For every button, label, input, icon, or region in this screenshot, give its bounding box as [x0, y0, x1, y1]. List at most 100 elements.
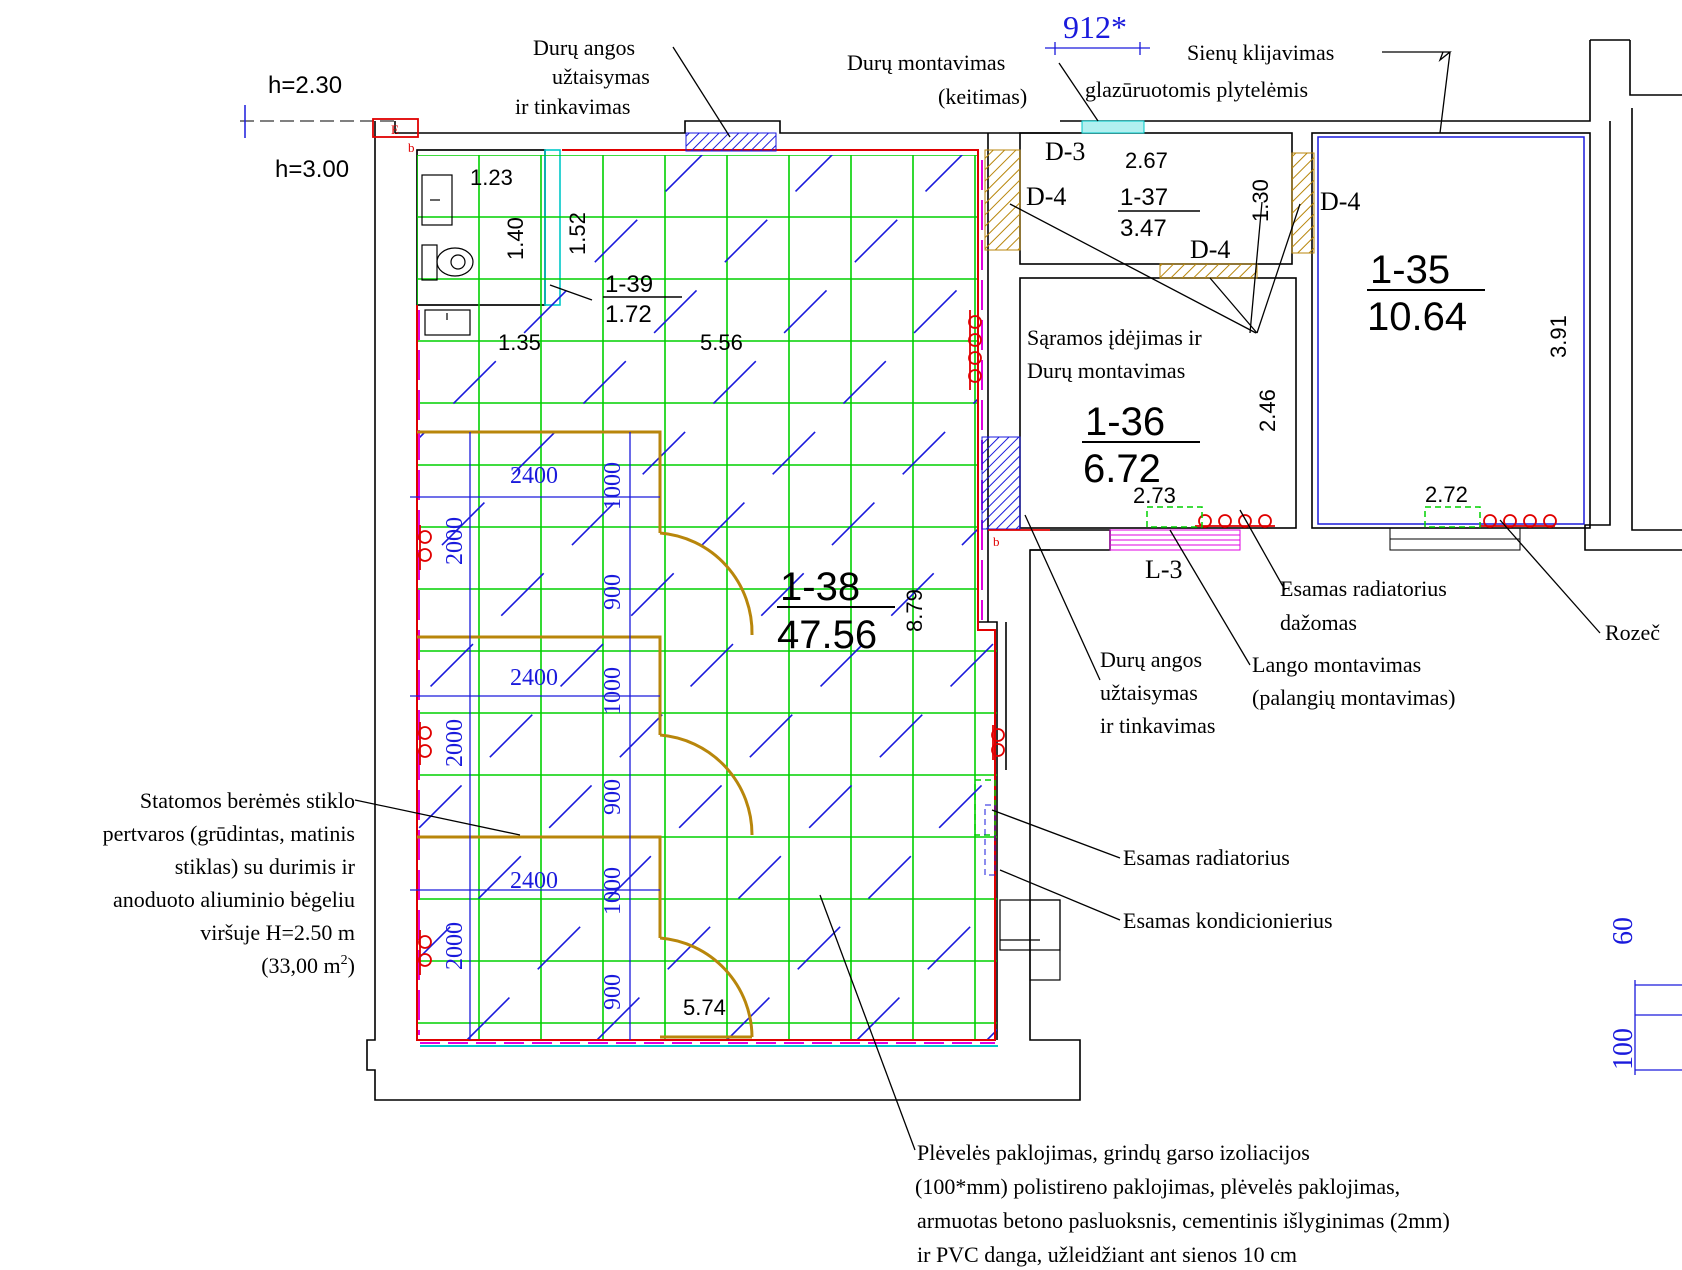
note-door-fill-bottom-2: užtaisymas: [1100, 680, 1198, 705]
side-dim-60: 60: [1608, 917, 1639, 945]
tag-l3: L-3: [1145, 555, 1183, 584]
note-floor-2: (100*mm) polistireno paklojimas, plėvelė…: [915, 1174, 1400, 1199]
floor-hatch-line: [856, 155, 997, 1040]
door-fill-top: [685, 132, 777, 152]
booth-opening-1: 900: [600, 574, 626, 610]
room-1-35-id: 1-35: [1370, 248, 1450, 292]
note-door-fill-bottom-1: Durų angos: [1100, 647, 1202, 672]
room-1-36-id: 1-36: [1085, 400, 1165, 444]
booth-depth-2: 1000: [600, 667, 626, 715]
note-existing-radiator: Esamas radiatorius: [1123, 845, 1290, 870]
note-door-fill-top-2: užtaisymas: [552, 64, 650, 89]
note-radiator-paint-1: Esamas radiatorius: [1280, 576, 1447, 601]
dim-wc-h: 1.40: [503, 217, 528, 260]
floor-hatch-line: [1507, 140, 1682, 1040]
dim-556: 5.56: [700, 330, 743, 355]
note-floor-1: Plėvelės paklojimas, grindų garso izolia…: [917, 1140, 1310, 1165]
note-glass-partition-6c: ): [348, 953, 355, 978]
door-d4-right: [1291, 152, 1315, 254]
room-1-37-id: 1-37: [1120, 184, 1168, 211]
note-existing-ac: Esamas kondicionierius: [1123, 908, 1333, 933]
side-dim-100: 100: [1608, 1028, 1639, 1070]
note-glass-partition-5: viršuje H=2.50 m: [200, 920, 355, 945]
note-door-fill-bottom-3: ir tinkavimas: [1100, 713, 1215, 738]
air-conditioner: [999, 899, 1061, 981]
room-1-35-area: 10.64: [1367, 295, 1467, 339]
room-1-38-id: 1-38: [780, 565, 860, 609]
door-d4-left: [984, 149, 1021, 251]
level-h-lower: h=3.00: [275, 156, 349, 183]
booth-width-3: 2400: [510, 868, 558, 894]
note-radiator-paint-2: dažomas: [1280, 610, 1357, 635]
booth-dim-lines: [410, 432, 660, 1040]
glass-partitions: [417, 430, 754, 1039]
room-1-39-area: 1.72: [605, 301, 652, 328]
booth-width-1: 2400: [510, 463, 558, 489]
top-dimension-value: 912*: [1063, 9, 1127, 45]
note-floor-3: armuotas betono pasluoksnis, cementinis …: [917, 1208, 1450, 1233]
booth-depth-1: 1000: [600, 462, 626, 510]
marker-e: E: [391, 122, 399, 137]
room-1-36-area: 6.72: [1083, 447, 1161, 491]
note-frame-install-1: Sąramos įdėjimas ir: [1027, 325, 1202, 350]
top-dimension: [1045, 42, 1150, 55]
dim-135: 1.35: [498, 330, 541, 355]
note-glass-partition-1: Statomos berėmės stiklo: [140, 788, 355, 813]
room-1-38-outline: [416, 149, 996, 1041]
dim-d38-h: 8.79: [902, 589, 927, 632]
note-glass-partition-6: (33,00 m2): [261, 953, 355, 978]
floor-hatch-line: [726, 155, 997, 1040]
radiators: [372, 118, 1557, 975]
side-dims: [1634, 980, 1682, 1075]
floor-hatch-line: [417, 155, 978, 1040]
floor-hatch-line: [596, 155, 997, 1040]
room-1-37-area: 3.47: [1120, 215, 1167, 242]
note-glass-partition-4: anoduoto aliuminio bėgeliu: [113, 887, 355, 912]
dim-d37-w: 2.67: [1125, 148, 1168, 173]
floor-hatch-line: [417, 155, 997, 1040]
tag-d4-bottom: D-4: [1190, 235, 1230, 264]
room-1-38-area: 47.56: [777, 613, 877, 657]
leader-lines: [354, 46, 1601, 1151]
walls: [366, 39, 1682, 1101]
level-markers: h=2.30 h=3.00: [240, 72, 395, 183]
door-d3: [1081, 120, 1145, 134]
note-glass-partition-6b: 2: [341, 953, 348, 968]
booth-height-1: 2000: [442, 517, 468, 565]
booth-opening-2: 900: [600, 779, 626, 815]
dim-wc-w: 1.23: [470, 165, 513, 190]
door-d4-bottom: [1159, 263, 1258, 279]
marker-b-bottom: b: [993, 534, 1000, 549]
note-door-fill-top-3: ir tinkavimas: [515, 94, 630, 119]
level-h-upper: h=2.30: [268, 72, 342, 99]
note-window-install-2: (palangių montavimas): [1252, 685, 1455, 710]
booth-depth-3: 1000: [600, 867, 626, 915]
booth-width-2: 2400: [510, 665, 558, 691]
note-wall-tiling-1: Sienų klijavimas: [1187, 40, 1334, 65]
note-window-install-1: Lango montavimas: [1252, 652, 1421, 677]
booth-opening-3: 900: [600, 974, 626, 1010]
note-socket: Rozeč: [1605, 620, 1660, 645]
booth-height-3: 2000: [442, 922, 468, 970]
dim-d36-h: 2.46: [1255, 389, 1280, 432]
note-floor-4: ir PVC danga, užleidžiant ant sienos 10 …: [917, 1242, 1297, 1267]
door-tags: D-3 D-4 D-4 D-4 L-3: [1026, 137, 1360, 584]
wc-fixtures: [421, 174, 474, 336]
tag-d4-left: D-4: [1026, 182, 1066, 211]
door-fill-bottom: [981, 436, 1021, 530]
note-door-fill-top-1: Durų angos: [533, 35, 635, 60]
room-1-39-id: 1-39: [605, 271, 653, 298]
note-glass-partition-2: pertvaros (grūdintas, matinis: [103, 821, 355, 846]
note-frame-install-2: Durų montavimas: [1027, 358, 1185, 383]
note-door-install-2: (keitimas): [938, 84, 1027, 109]
dim-d35-w: 2.72: [1425, 482, 1468, 507]
room-labels: 1-39 1.72 1-37 3.47 1-36 6.72 1-35 10.64…: [603, 184, 1485, 657]
notes: Durų angos užtaisymas ir tinkavimas Durų…: [103, 35, 1661, 1267]
note-door-install-1: Durų montavimas: [847, 50, 1005, 75]
marker-b-top: b: [408, 140, 415, 155]
note-wall-tiling-2: glazūruotomis plytelėmis: [1085, 77, 1308, 102]
tag-d3: D-3: [1045, 137, 1085, 166]
dim-d35-h: 3.91: [1546, 315, 1571, 358]
booth-height-2: 2000: [442, 719, 468, 767]
